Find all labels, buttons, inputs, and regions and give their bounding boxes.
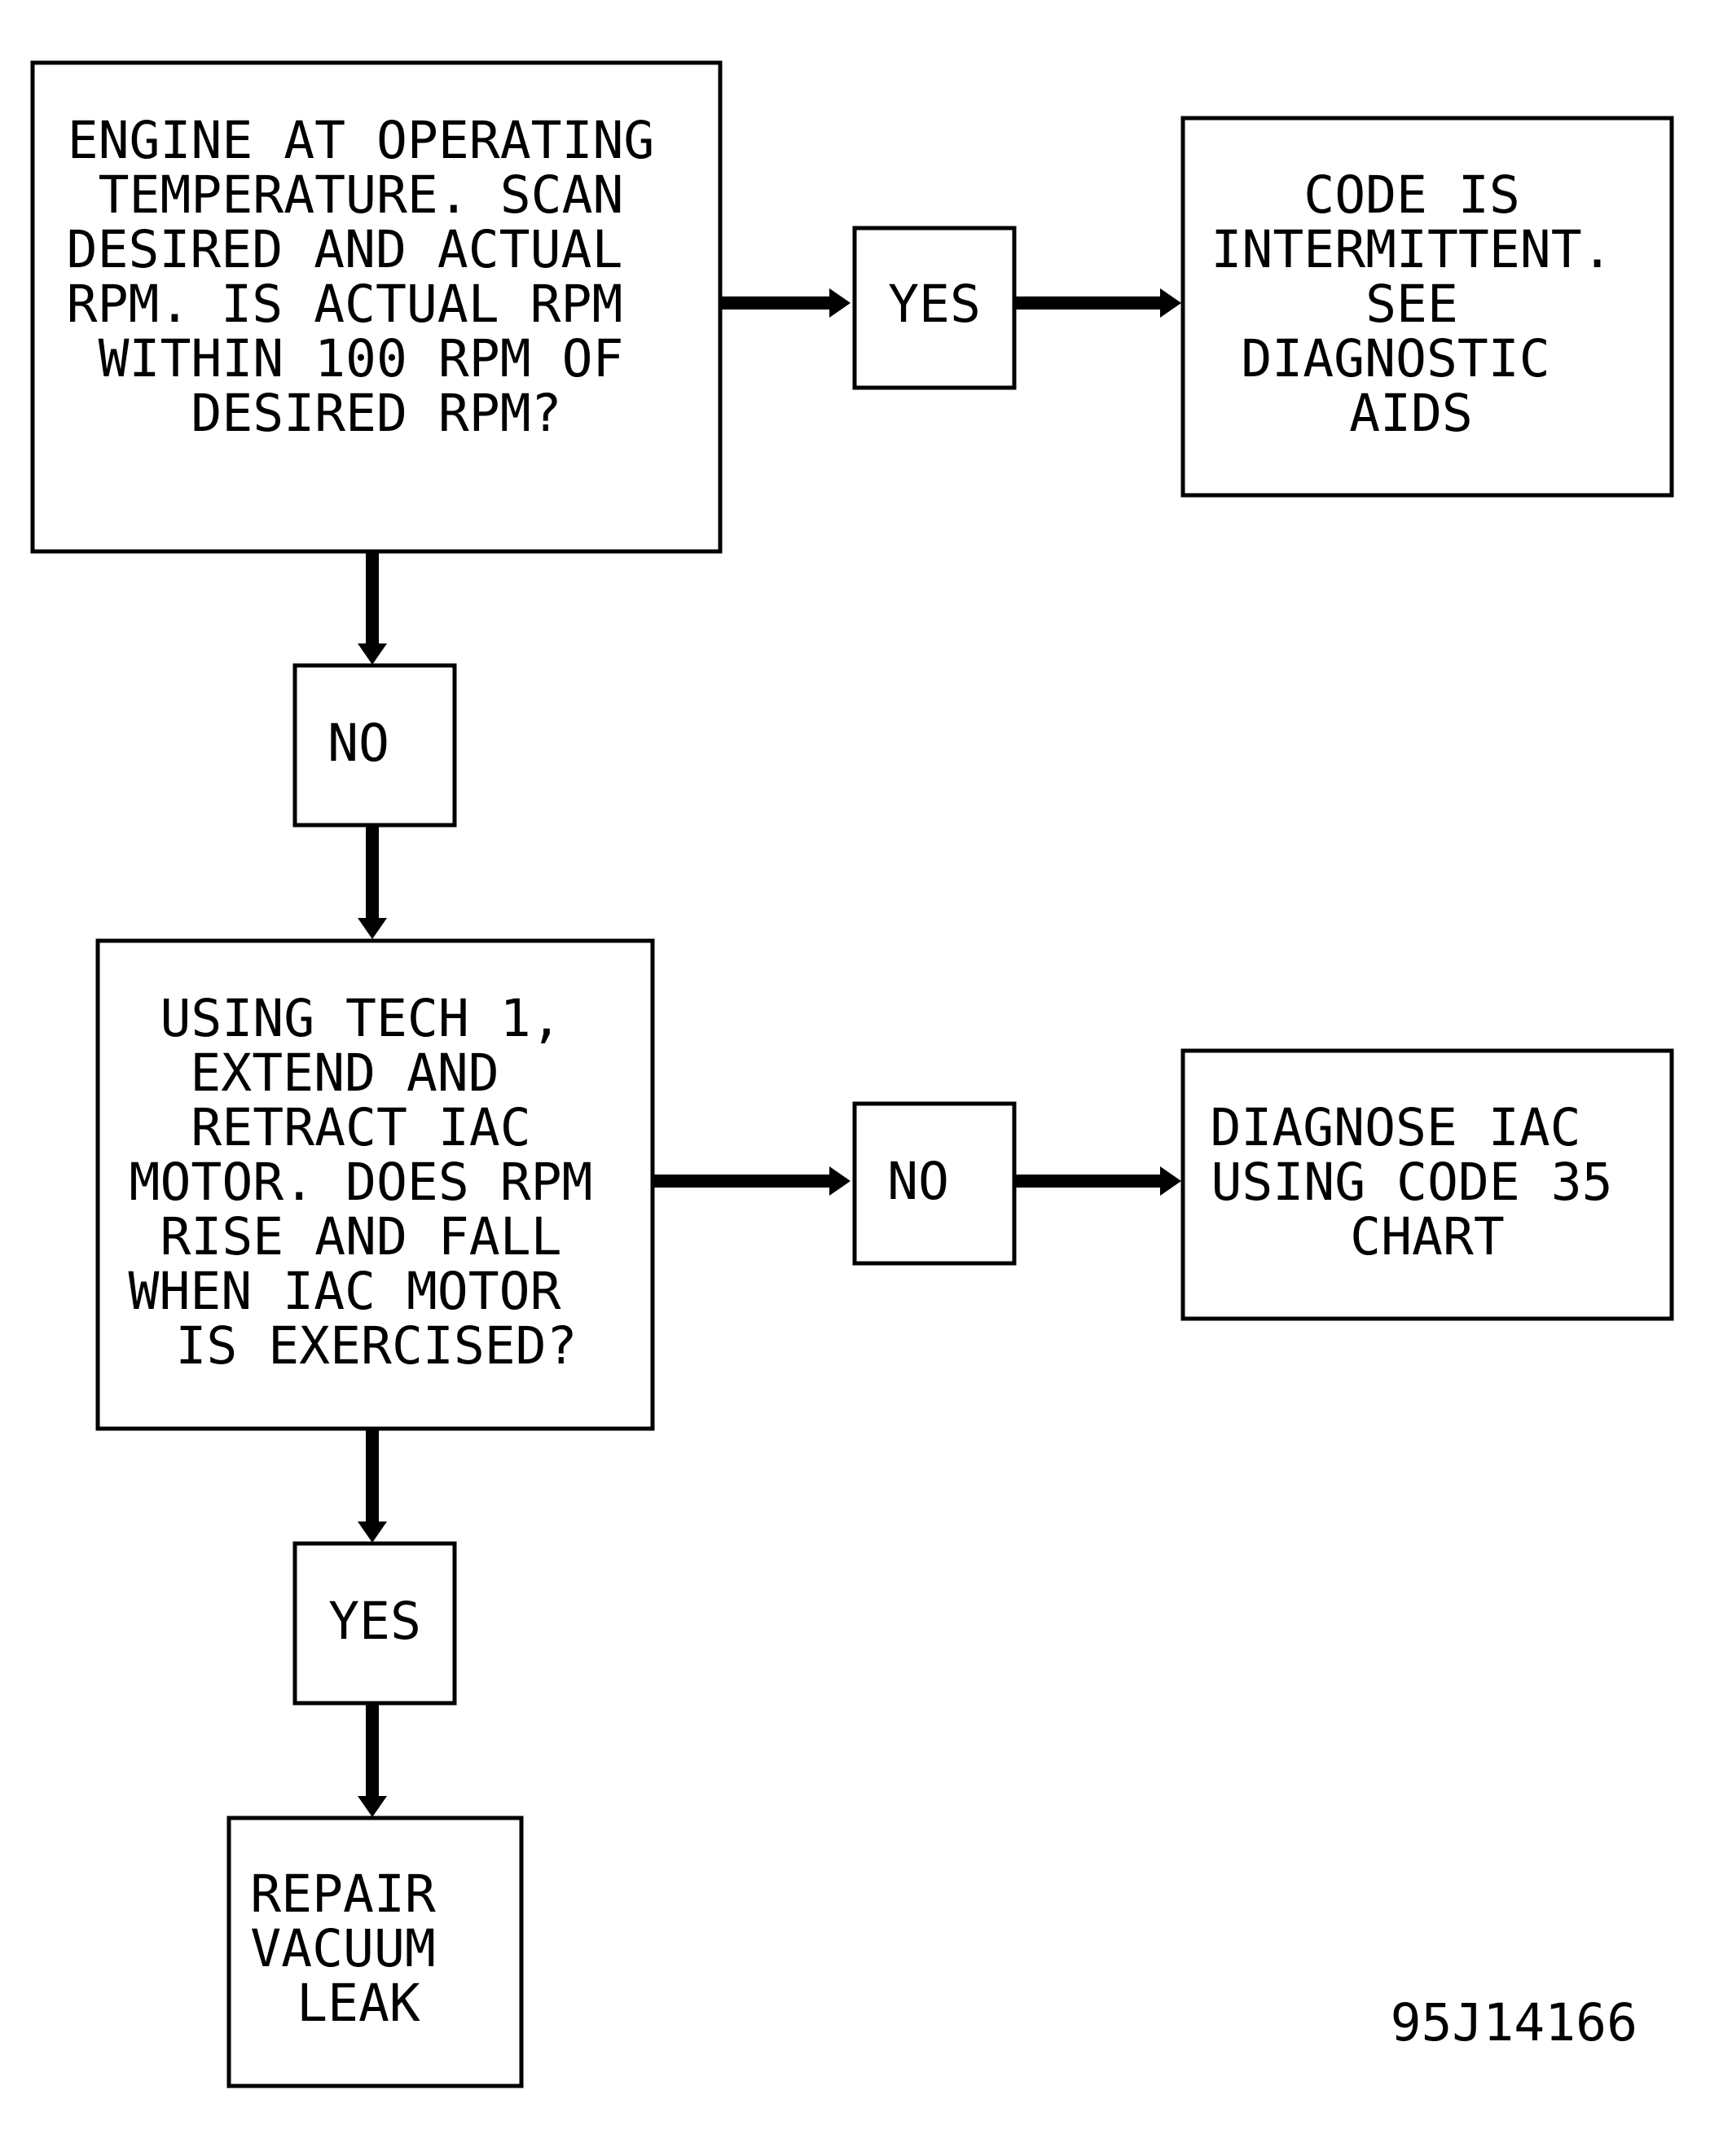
text-line: AIDS (1349, 384, 1473, 443)
text-line: ENGINE AT OPERATING (68, 111, 655, 170)
arrow-no1-to-exercise (358, 827, 387, 939)
text-line: DESIRED RPM? (191, 384, 561, 443)
text-line: USING TECH 1, (160, 989, 561, 1048)
text-line: RISE AND FALL (160, 1207, 561, 1267)
branch-text-yes-2: YES (328, 1592, 421, 1651)
decision-box-exercise-iac: USING TECH 1, EXTEND AND RETRACT IAC MOT… (95, 938, 655, 1431)
arrow-exercise-to-no2 (654, 1166, 851, 1196)
text-line: TEMPERATURE. SCAN (99, 165, 624, 225)
text-line: USING CODE 35 (1211, 1153, 1612, 1212)
arrow-exercise-to-yes2 (358, 1429, 387, 1543)
arrow-yes1-to-intermittent (1016, 288, 1181, 318)
result-text-diagnose-iac: DIAGNOSE IAC USING CODE 35 CHART (1210, 1098, 1643, 1267)
decision-text-exercise-iac: USING TECH 1, EXTEND AND RETRACT IAC MOT… (129, 989, 624, 1376)
text-line: DIAGNOSTIC (1241, 329, 1550, 389)
result-text-code-intermittent: CODE IS INTERMITTENT. SEE DIAGNOSTIC AID… (1211, 165, 1643, 443)
branch-text-yes-1: YES (888, 274, 981, 334)
text-line: WITHIN 100 RPM OF (99, 329, 624, 389)
branch-label-no-2: NO (852, 1101, 1017, 1266)
decision-box-check-rpm: ENGINE AT OPERATING TEMPERATURE. SCAN DE… (30, 60, 723, 554)
branch-label-yes-1: YES (852, 226, 1017, 390)
text-line: IS EXERCISED? (175, 1316, 577, 1376)
result-box-code-intermittent: CODE IS INTERMITTENT. SEE DIAGNOSTIC AID… (1180, 116, 1674, 498)
connectors (358, 288, 1181, 1817)
text-line: VACUUM (250, 1919, 436, 1978)
arrow-check-to-no1 (358, 551, 387, 665)
text-line: EXTEND AND (190, 1043, 499, 1103)
text-line: SEE (1365, 274, 1458, 334)
text-line: CHART (1350, 1207, 1505, 1267)
text-line: MOTOR. DOES RPM (130, 1153, 593, 1212)
text-line: RPM. IS ACTUAL RPM (67, 274, 623, 334)
text-line: CODE IS (1303, 165, 1520, 225)
arrow-yes2-to-repair (358, 1705, 387, 1817)
figure-id: 95J14166 (1391, 1993, 1637, 2053)
text-line: DIAGNOSE IAC (1210, 1098, 1580, 1157)
arrow-check-to-yes1 (721, 288, 851, 318)
text-line: DESIRED AND ACTUAL (67, 220, 623, 279)
text-line: REPAIR (250, 1864, 436, 1924)
branch-label-no-1: NO (292, 663, 457, 828)
decision-text-check-rpm: ENGINE AT OPERATING TEMPERATURE. SCAN DE… (67, 111, 686, 443)
text-line: LEAK (297, 1974, 420, 2033)
text-line: INTERMITTENT. (1211, 220, 1612, 279)
branch-text-no-1: NO (327, 714, 389, 773)
result-text-repair-leak: REPAIR VACUUM LEAK (250, 1864, 467, 2033)
text-line: RETRACT IAC (191, 1098, 530, 1157)
branch-text-no-2: NO (887, 1152, 949, 1211)
result-box-diagnose-iac: DIAGNOSE IAC USING CODE 35 CHART (1180, 1048, 1674, 1321)
text-line: WHEN IAC MOTOR (129, 1262, 561, 1321)
arrow-no2-to-diagnose (1016, 1166, 1181, 1196)
result-box-repair-leak: REPAIR VACUUM LEAK (226, 1816, 524, 2088)
branch-label-yes-2: YES (292, 1541, 457, 1706)
